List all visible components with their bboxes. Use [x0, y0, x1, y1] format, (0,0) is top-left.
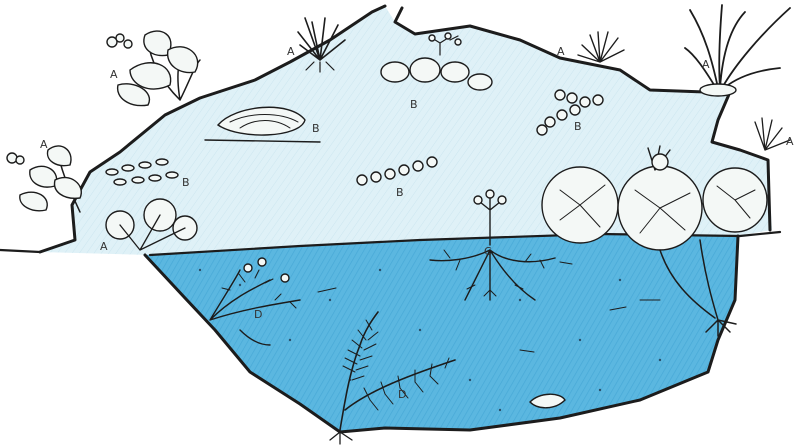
label-a-reeds: A: [702, 58, 710, 71]
label-b-chain: B: [574, 120, 582, 133]
label-b-strand: B: [396, 186, 404, 199]
deep-water: [145, 234, 738, 432]
label-b-rosette: B: [410, 98, 418, 111]
emergent-spiky-clump: [578, 32, 624, 62]
emergent-tall-reeds: [685, 5, 790, 96]
emergent-plant-left-stalk: [7, 146, 81, 212]
label-a-clump: A: [557, 45, 565, 58]
label-d-center: D: [398, 388, 406, 401]
label-a-broadleaf: A: [110, 68, 118, 81]
label-a-stalk: A: [40, 138, 48, 151]
label-b-duckweed: B: [182, 176, 190, 189]
label-a-grass: A: [287, 45, 295, 58]
label-a-rosette: A: [100, 240, 108, 253]
label-b-lettuce: B: [312, 122, 320, 135]
label-d-left: D: [254, 308, 262, 321]
emergent-tuft-right: [755, 118, 790, 150]
emergent-plant-left-broadleaf: [107, 31, 200, 105]
label-a-tuft: A: [786, 135, 794, 148]
label-c-center: C: [484, 245, 492, 258]
